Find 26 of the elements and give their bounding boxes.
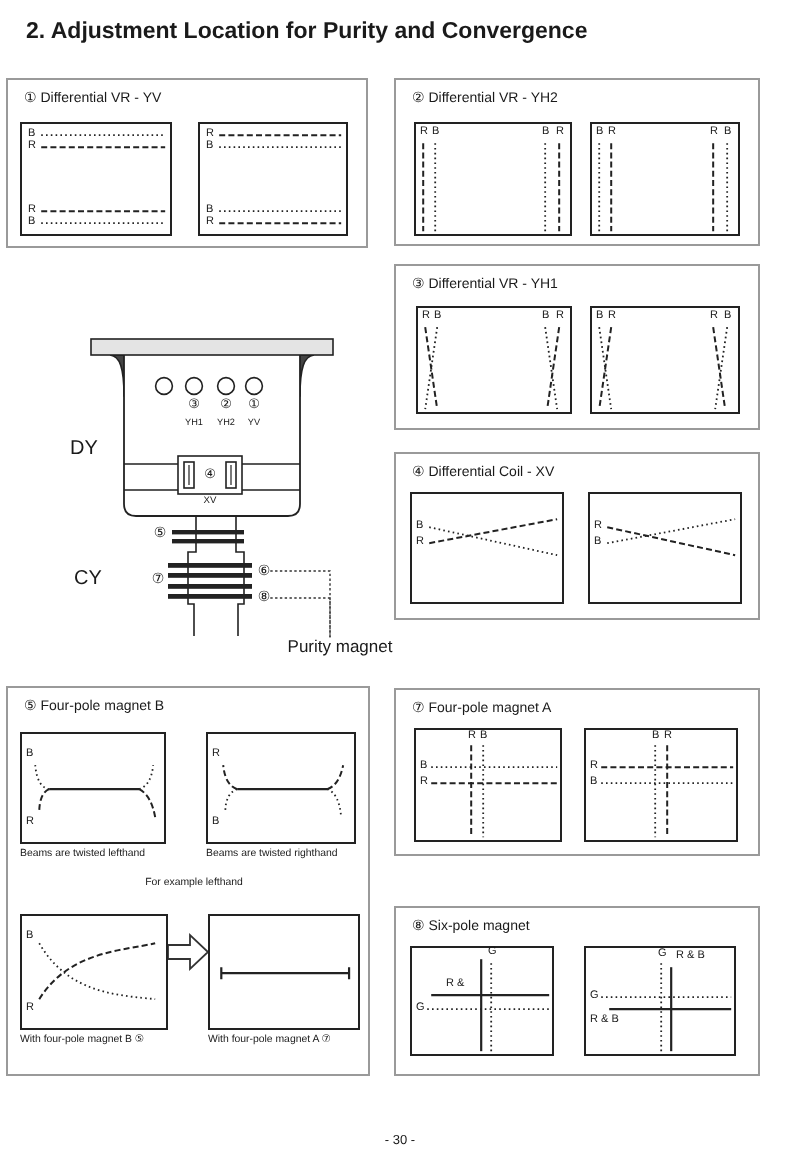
crt-screen	[414, 728, 562, 842]
adjustment-panel	[394, 906, 760, 1076]
part-label: Purity magnet	[287, 637, 393, 655]
page-title: 2. Adjustment Location for Purity and Convergence	[26, 22, 588, 45]
crt-screen	[416, 306, 572, 414]
adjustment-panel	[394, 452, 760, 620]
crt-screen	[584, 946, 736, 1056]
crt-screen	[590, 122, 740, 236]
crt-screen	[198, 122, 348, 236]
block-arrow	[167, 932, 210, 972]
crt-screen	[410, 492, 564, 604]
leader-line	[269, 597, 331, 639]
crt-screen	[584, 728, 738, 842]
adjustment-panel	[394, 264, 760, 430]
adjustment-panel	[6, 78, 368, 248]
crt-screen	[20, 122, 172, 236]
crt-screen	[410, 946, 554, 1056]
leader-line	[269, 570, 331, 639]
part-label: DY	[70, 440, 98, 460]
adjustment-panel	[394, 688, 760, 856]
adjustment-panel	[394, 78, 760, 246]
part-label: CY	[74, 570, 102, 590]
crt-screen	[414, 122, 572, 236]
crt-screen	[590, 306, 740, 414]
adjustment-panel	[6, 686, 370, 1076]
crt-screen	[588, 492, 742, 604]
